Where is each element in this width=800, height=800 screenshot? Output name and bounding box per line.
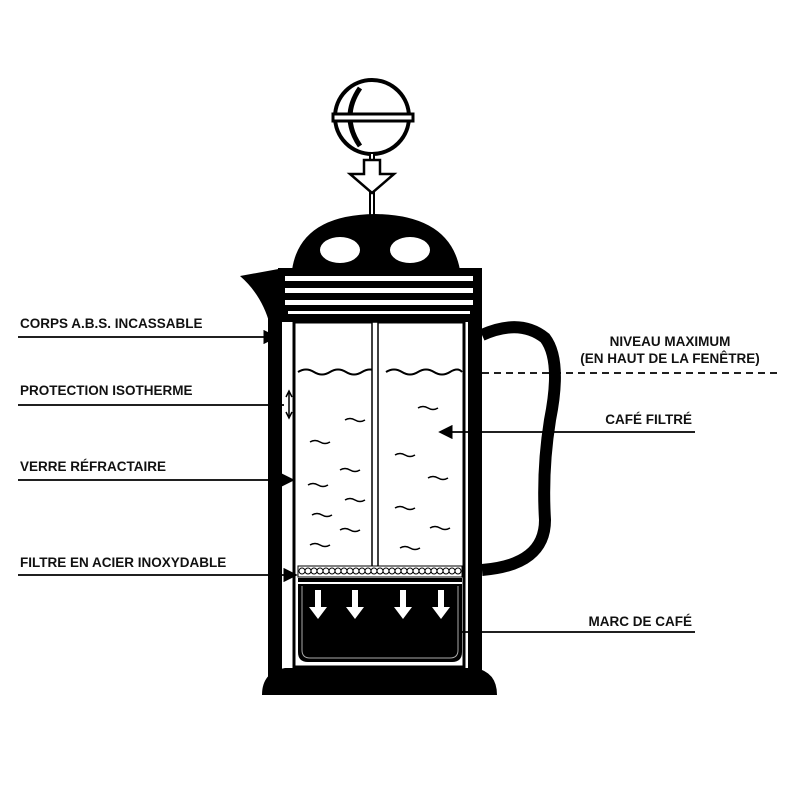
- coffee-ripples: [307, 405, 451, 551]
- down-arrow-icons: [309, 590, 450, 619]
- lid-band: [278, 268, 482, 318]
- label-filter: FILTRE EN ACIER INOXYDABLE: [20, 555, 226, 570]
- plunger-rod: [371, 321, 379, 569]
- label-max-level-line1: NIVEAU MAXIMUM: [610, 334, 731, 349]
- spout: [240, 268, 284, 325]
- label-filtered-coffee: CAFÉ FILTRÉ: [605, 412, 692, 427]
- label-insulation: PROTECTION ISOTHERME: [20, 383, 193, 398]
- steel-filter: [297, 565, 463, 582]
- coffee-grounds: [298, 584, 462, 662]
- lid-dome: [292, 214, 460, 270]
- label-max-level-line2: (EN HAUT DE LA FENÊTRE): [580, 351, 760, 366]
- press-down-arrow-icon: [346, 154, 398, 215]
- label-grounds: MARC DE CAFÉ: [589, 614, 693, 629]
- plunger-knob: [331, 78, 415, 156]
- handle: [479, 321, 561, 576]
- insulation-double-arrow-icon: [285, 389, 293, 420]
- label-body: CORPS A.B.S. INCASSABLE: [20, 316, 203, 331]
- water-surface: [297, 368, 463, 376]
- label-glass: VERRE RÉFRACTAIRE: [20, 459, 166, 474]
